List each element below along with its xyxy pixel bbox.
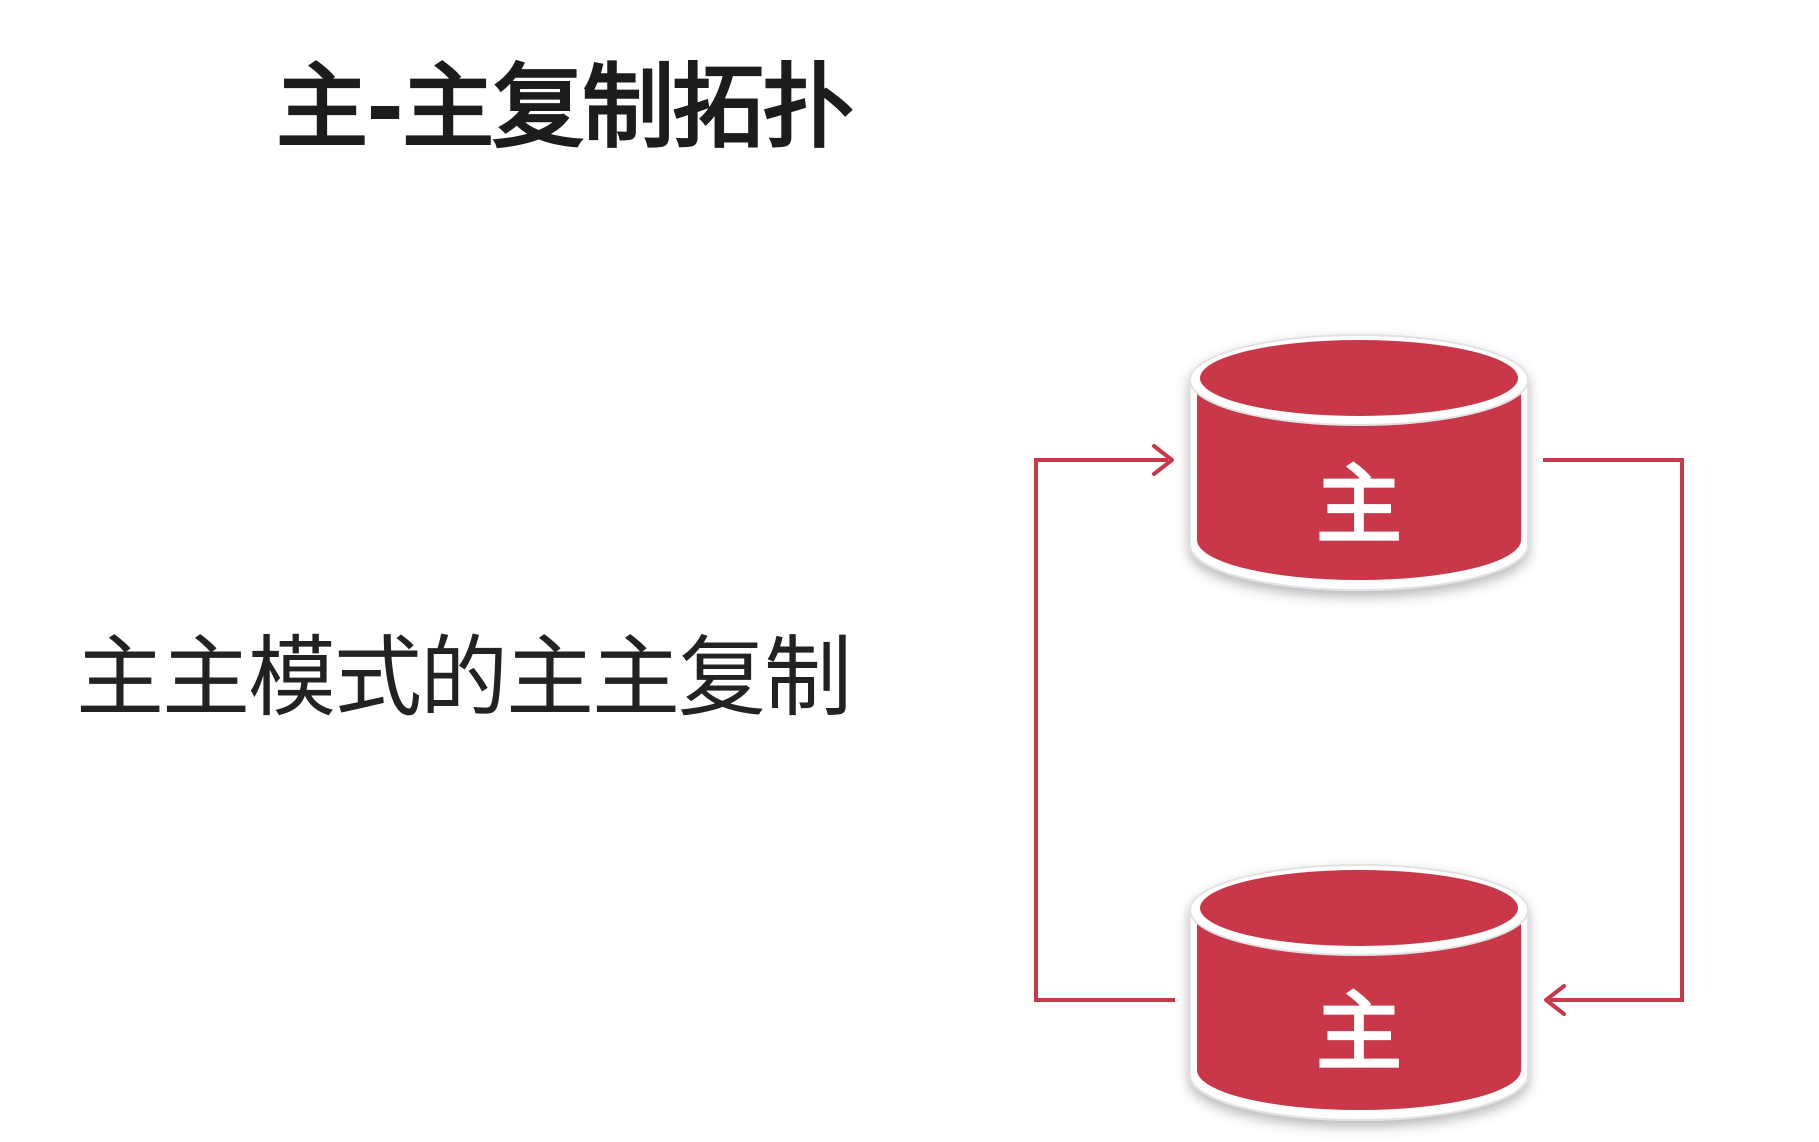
- arrowhead-icon: [1152, 444, 1174, 476]
- diagram-caption: 主主模式的主主复制: [76, 626, 852, 729]
- master-db-bottom: [1189, 864, 1529, 1121]
- master-db-top: [1189, 334, 1529, 591]
- replication-arrow-right: [1543, 458, 1684, 1016]
- arrowhead-icon: [1544, 984, 1566, 1016]
- master-db-bottom-label: 主: [1316, 983, 1402, 1083]
- master-db-top-label: 主: [1316, 456, 1402, 556]
- replication-arrow-left: [1034, 444, 1175, 1002]
- page-title: 主-主复制拓扑: [276, 54, 854, 161]
